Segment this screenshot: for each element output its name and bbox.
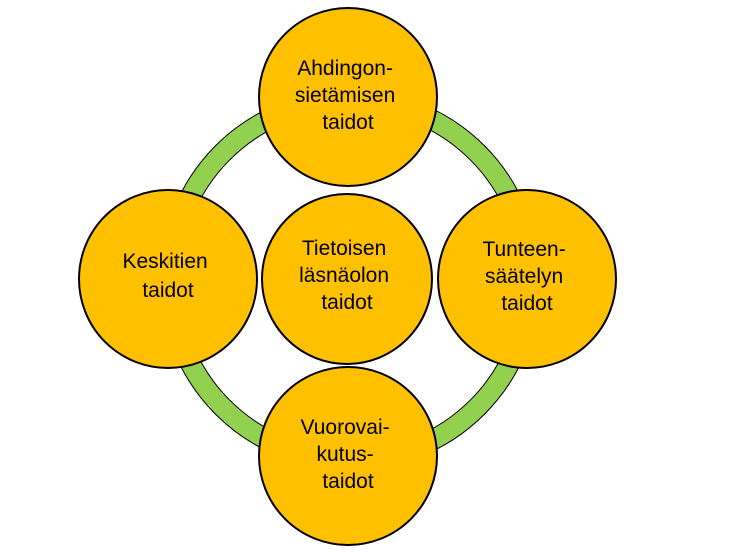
node-bottom-line-2: kutus- xyxy=(316,443,373,466)
node-bottom-circle xyxy=(258,366,438,546)
node-right-line-3: taidot xyxy=(501,292,553,315)
node-center-circle xyxy=(261,193,433,365)
node-bottom-line-3: taidot xyxy=(322,470,374,493)
node-left-label: Keskitien taidot xyxy=(122,250,213,302)
node-left-line-2: taidot xyxy=(142,279,194,302)
node-top: Ahdingon- sietämisen taidot xyxy=(258,7,438,187)
node-center-line-1: Tietoisen xyxy=(302,237,386,260)
node-top-circle xyxy=(258,7,438,187)
node-left-line-1: Keskitien xyxy=(122,250,207,273)
node-top-line-2: sietämisen xyxy=(295,84,395,107)
node-center-line-3: taidot xyxy=(321,291,373,314)
node-right: Tunteen- säätelyn taidot xyxy=(437,189,617,369)
node-top-line-1: Ahdingon- xyxy=(297,57,393,80)
node-right-circle xyxy=(437,189,617,369)
node-center-label: Tietoisen läsnäolon taidot xyxy=(299,237,395,314)
node-right-line-1: Tunteen- xyxy=(482,238,565,261)
node-bottom: Vuorovai- kutus- taidot xyxy=(258,366,438,546)
node-right-line-2: säätelyn xyxy=(485,265,563,288)
node-center-line-2: läsnäolon xyxy=(299,264,389,287)
node-top-label: Ahdingon- sietämisen taidot xyxy=(295,57,401,134)
node-right-label: Tunteen- säätelyn taidot xyxy=(482,238,571,315)
node-top-line-3: taidot xyxy=(322,111,374,134)
node-bottom-label: Vuorovai- kutus- taidot xyxy=(301,416,396,493)
node-center: Tietoisen läsnäolon taidot xyxy=(261,193,433,365)
node-bottom-line-1: Vuorovai- xyxy=(301,416,390,439)
node-left-circle xyxy=(78,189,258,369)
node-left: Keskitien taidot xyxy=(78,189,258,369)
